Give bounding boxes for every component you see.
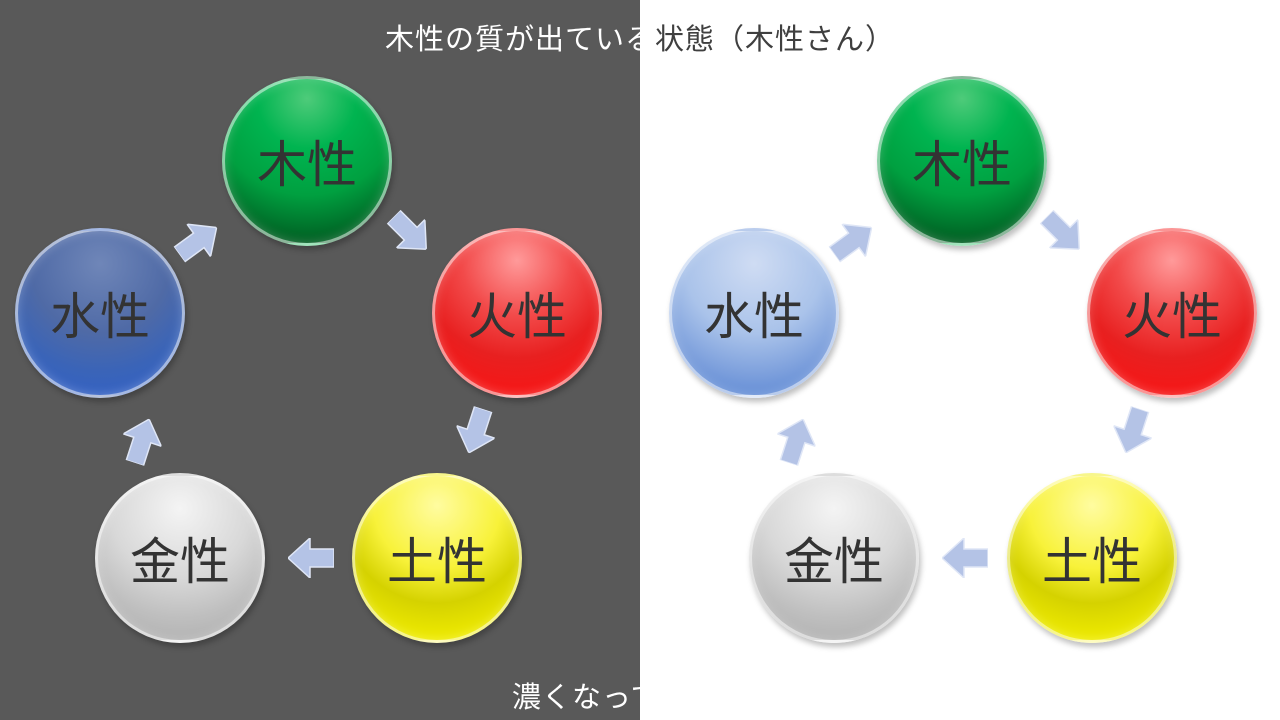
left-earth-label: 土性 (387, 533, 487, 591)
title-right-part: 状態（木性さん） (655, 22, 896, 56)
right-arrow-metal-to-water (775, 418, 817, 467)
right-earth-label: 土性 (1042, 533, 1142, 591)
left-arrow-wood-to-fire (386, 209, 428, 251)
left-arrow-earth-to-metal (288, 538, 334, 578)
right-metal-circle: 金性 (749, 473, 919, 643)
caption-text: 濃くなっている (512, 680, 721, 714)
right-wood-label: 木性 (912, 136, 1012, 194)
left-arrow-metal-to-water (121, 418, 163, 467)
left-fire-label: 火性 (467, 288, 567, 346)
right-arrow-fire-to-earth (1112, 405, 1154, 454)
left-earth-circle: 土性 (352, 473, 522, 643)
right-water-circle: 水性 (669, 228, 839, 398)
left-water-circle: 水性 (15, 228, 185, 398)
left-metal-label: 金性 (130, 533, 230, 591)
left-wood-circle: 木性 (222, 76, 392, 246)
left-fire-circle: 火性 (432, 228, 602, 398)
right-fire-circle: 火性 (1087, 228, 1257, 398)
right-wood-circle: 木性 (877, 76, 1047, 246)
right-water-label: 水性 (704, 288, 804, 346)
title-left-part: 木性の質が出ている (384, 22, 655, 56)
right-earth-circle: 土性 (1007, 473, 1177, 643)
left-water-label: 水性 (50, 288, 150, 346)
right-metal-label: 金性 (784, 533, 884, 591)
right-arrow-water-to-wood (828, 223, 873, 263)
left-arrow-water-to-wood (173, 223, 218, 263)
left-wood-label: 木性 (257, 136, 357, 194)
right-arrow-wood-to-fire (1039, 209, 1081, 251)
page-title: 木性の質が出ている状態（木性さん） (0, 16, 1280, 58)
left-arrow-fire-to-earth (455, 405, 497, 454)
left-metal-circle: 金性 (95, 473, 265, 643)
right-fire-label: 火性 (1122, 288, 1222, 346)
right-arrow-earth-to-metal (942, 538, 988, 578)
